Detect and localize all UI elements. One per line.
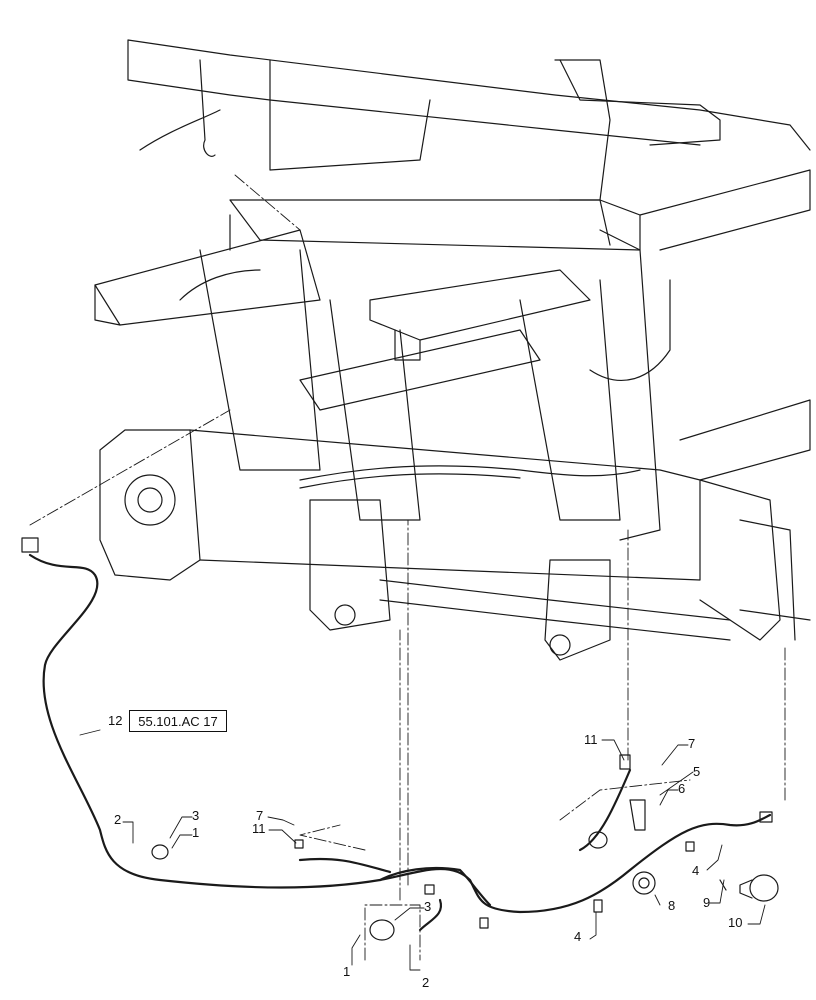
harness-12 bbox=[28, 553, 772, 932]
axle-housing bbox=[99, 429, 731, 661]
callout-leaders bbox=[79, 729, 766, 971]
callout-3: 3 bbox=[192, 808, 200, 823]
callout-9: 9 bbox=[703, 895, 711, 910]
callout-11b: 11 bbox=[584, 732, 598, 747]
callout-4: 4 bbox=[574, 929, 582, 944]
callout-7: 7 bbox=[256, 808, 264, 823]
callout-2: 2 bbox=[114, 812, 122, 827]
callout-3b: 3 bbox=[424, 899, 432, 914]
callout-10: 10 bbox=[728, 915, 743, 930]
callout-4b: 4 bbox=[692, 863, 700, 878]
callout-2b: 2 bbox=[422, 975, 430, 990]
right-frame bbox=[639, 169, 811, 641]
callout-11: 11 bbox=[252, 821, 266, 836]
upper-frame bbox=[127, 39, 811, 251]
reference-box: 55.101.AC 17 bbox=[129, 710, 227, 732]
callout-5: 5 bbox=[693, 764, 701, 779]
callout-1: 1 bbox=[192, 825, 200, 840]
frame-harness bbox=[139, 59, 671, 489]
callout-6: 6 bbox=[678, 781, 686, 796]
grommets bbox=[151, 799, 779, 941]
main-beams bbox=[94, 229, 661, 541]
leader-lines bbox=[29, 174, 786, 961]
callout-12: 12 bbox=[108, 713, 123, 728]
callout-8: 8 bbox=[668, 898, 676, 913]
callout-7b: 7 bbox=[688, 736, 696, 751]
connectors bbox=[21, 537, 773, 929]
callout-1b: 1 bbox=[343, 964, 351, 979]
